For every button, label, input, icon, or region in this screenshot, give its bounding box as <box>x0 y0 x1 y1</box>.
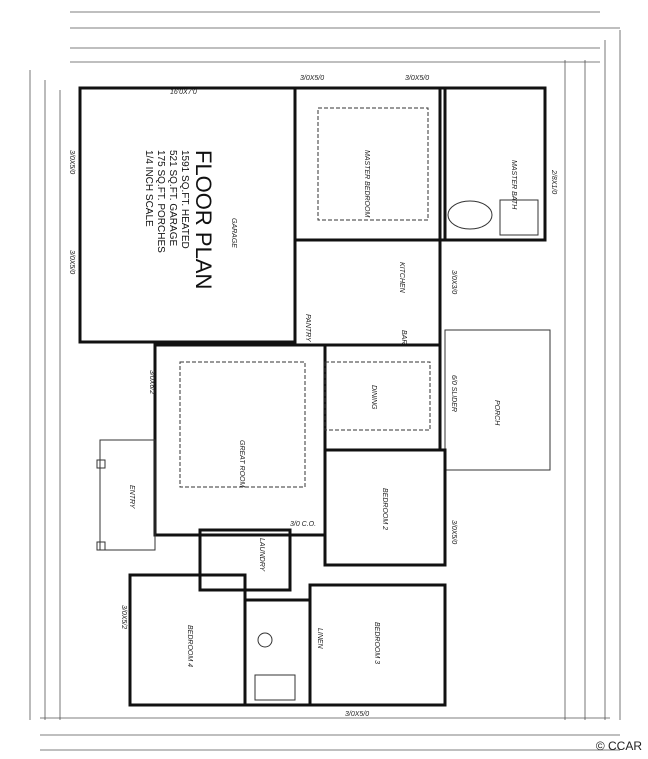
room-bedroom-3: BEDROOM 3 <box>373 622 380 664</box>
room-bar: BAR <box>400 330 407 344</box>
dimension-lines <box>29 11 621 751</box>
room-master-bedroom: MASTER BEDROOM <box>363 150 370 217</box>
dim-window: 3/0X5/0 <box>68 250 75 274</box>
room-bedroom-4: BEDROOM 4 <box>186 625 193 667</box>
room-pantry: PANTRY <box>304 314 311 343</box>
title-heading: FLOOR PLAN <box>191 150 216 289</box>
room-entry: ENTRY <box>128 485 135 510</box>
room-dining: DINING <box>370 385 377 410</box>
dim-window: 3/0X5/2 <box>120 605 127 629</box>
dim-slider: 6/0 SLIDER <box>450 375 457 412</box>
dim-window: 3/0X6/2 <box>148 370 155 394</box>
room-garage: GARAGE <box>230 218 237 248</box>
room-great-room: GREAT ROOM <box>238 440 245 487</box>
dim-window: 3/0X5/0 <box>450 520 457 544</box>
dim-window: 3/0X5/0 <box>345 711 369 718</box>
title-line: 1591 SQ.FT. HEATED <box>179 150 190 249</box>
dim-window: 3/0X5/0 <box>68 150 75 174</box>
room-porch: PORCH <box>493 400 500 426</box>
plan-title: FLOOR PLAN 1591 SQ.FT. HEATED 521 SQ.FT.… <box>143 150 216 289</box>
room-bedroom-2: BEDROOM 2 <box>381 488 388 530</box>
dim-window: 3/0X5/0 <box>405 75 429 82</box>
title-line: 1/4 INCH SCALE <box>143 150 154 227</box>
dim-kitchen-window: 3/0X3/0 <box>450 270 457 294</box>
copyright: © CCAR <box>595 739 642 753</box>
title-line: 521 SQ.FT. GARAGE <box>167 150 178 246</box>
room-linen: LINEN <box>316 628 323 650</box>
walls <box>78 86 551 707</box>
room-master-bath: MASTER BATH <box>510 160 517 210</box>
dim-window: 3/0X5/0 <box>300 75 324 82</box>
title-line: 175 SQ.FT. PORCHES <box>155 150 166 253</box>
room-laundry: LAUNDRY <box>258 538 265 573</box>
dim-laundry-door: 3/0 C.O. <box>290 521 316 528</box>
room-kitchen: KITCHEN <box>398 262 405 294</box>
dim-bath-window: 2/8X1/0 <box>550 169 557 194</box>
dim-garage-door: 16'0X7'0 <box>170 89 197 96</box>
